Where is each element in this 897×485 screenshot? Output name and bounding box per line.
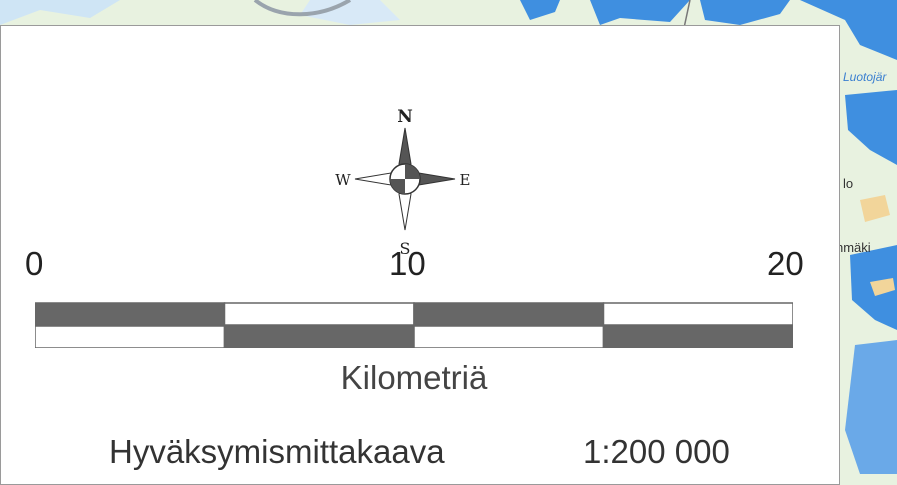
scale-bar	[35, 302, 793, 348]
compass-label-west: W	[335, 171, 351, 189]
scale-bar-segment-r0-3	[602, 302, 793, 326]
scale-bar-segment-r0-1	[223, 302, 415, 326]
compass-label-south: S	[400, 239, 411, 258]
scale-bar-segment-r0-0	[35, 302, 226, 326]
scale-bar-segment-r1-2	[413, 325, 605, 348]
scale-bar-segment-r1-3	[602, 325, 793, 348]
compass-label-north: N	[397, 107, 413, 127]
map-label-nmaki: nmäki	[836, 240, 871, 255]
map-label-luotojarvi: Luotojär	[843, 70, 887, 84]
scale-ratio-value: 1:200 000	[583, 433, 730, 470]
scale-bar-segment-r1-1	[223, 325, 415, 348]
scale-bar-segment-r0-2	[413, 302, 605, 326]
scale-ratio-label: Hyväksymismittakaava	[109, 433, 445, 470]
scale-tick-label-0: 0	[25, 245, 44, 282]
scale-bar-segment-r1-0	[35, 325, 226, 348]
scale-tick-label-20: 20	[767, 245, 804, 282]
compass-label-east: E	[460, 171, 471, 189]
legend-panel: N S W E 0 10 20 Kilometriä Hyväksymismit…	[0, 25, 840, 485]
scale-unit-label: Kilometriä	[340, 359, 488, 396]
scale-tick-label-10: 10	[389, 245, 426, 282]
map-label-lo: lo	[843, 176, 854, 191]
north-arrow-compass-icon: N S W E	[335, 107, 471, 258]
